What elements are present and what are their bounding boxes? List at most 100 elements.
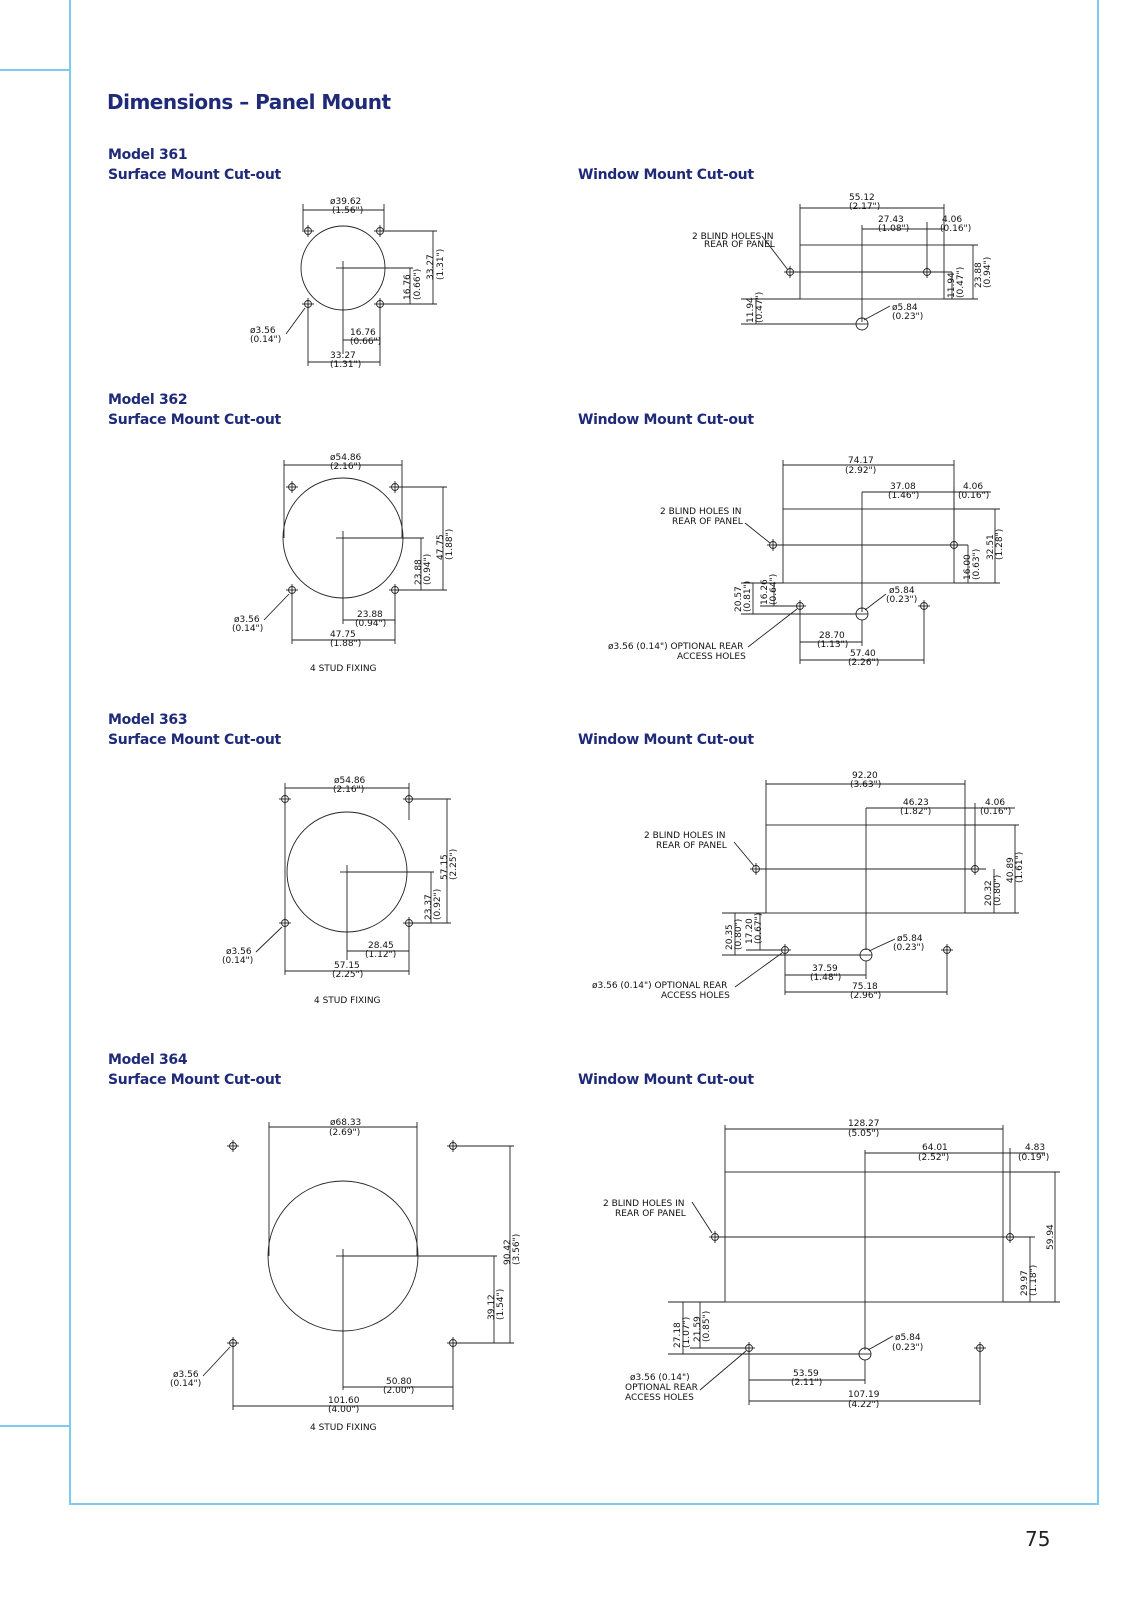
m364-s-diameter: ø68.33 [330, 1118, 361, 1128]
page-number: 75 [1025, 1527, 1051, 1551]
m362-w-optional: ø3.56 (0.14") OPTIONAL REAR [608, 642, 743, 652]
model-363-title: Model 363 [108, 712, 188, 728]
m363-w-low1-in: (0.80") [734, 919, 744, 950]
m364-w-pin: ø5.84 [895, 1333, 921, 1343]
m362-w-low1-in: (0.81") [743, 581, 753, 612]
m362-w-height-in: (1.28") [995, 529, 1005, 560]
m362-w-width: 74.17 [848, 456, 874, 466]
m364-w-optional2: OPTIONAL REAR [625, 1383, 698, 1393]
m364-w-blind: 2 BLIND HOLES IN [603, 1199, 684, 1209]
m363-s-diameter: ø54.86 [334, 776, 366, 786]
model-361-window-drawing: 55.12 (2.17") 27.43 (1.08") 4.06 (0.16")… [692, 193, 993, 331]
m363-w-edge-in: (0.16") [980, 807, 1011, 817]
m363-w-edge: 4.06 [985, 798, 1005, 808]
m363-w-blind: 2 BLIND HOLES IN [644, 831, 725, 841]
m362-s-full-v-in: (1.88") [445, 529, 455, 560]
m361-s-half-h: 16.76 [350, 328, 376, 338]
model-364-surface-heading: Surface Mount Cut-out [108, 1072, 281, 1088]
model-364-window-heading: Window Mount Cut-out [578, 1072, 754, 1088]
m364-w-access: ACCESS HOLES [625, 1393, 694, 1403]
m363-w-width-in: (3.63") [850, 780, 881, 790]
m363-w-low1: 20.35 [725, 924, 735, 950]
m362-w-pin: ø5.84 [889, 586, 915, 596]
m361-s-hole-in: (0.14") [250, 335, 281, 345]
m363-w-mid: 20.32 [984, 880, 994, 906]
m362-w-low1: 20.57 [734, 586, 744, 612]
m363-w-half-in: (1.82") [900, 807, 931, 817]
model-362-surface-heading: Surface Mount Cut-out [108, 412, 281, 428]
model-364-title: Model 364 [108, 1052, 188, 1068]
m363-w-half: 46.23 [903, 798, 929, 808]
m363-s-half-v: 23.37 [424, 894, 434, 920]
model-362-window-drawing: 74.17 (2.92") 37.08 (1.46") 4.06 (0.16")… [608, 456, 1005, 668]
m363-w-low2-in: (0.67") [754, 913, 764, 944]
m361-w-mid-in: (0.47") [956, 267, 966, 298]
m361-s-half-v: 16.76 [403, 274, 413, 300]
m362-w-acc-half-in: (1.13") [817, 640, 848, 650]
m361-w-pin-in: (0.23") [892, 312, 923, 322]
m364-w-optional: ø3.56 (0.14") [630, 1373, 690, 1383]
m364-w-acc-full-in: (4.22") [848, 1400, 879, 1410]
m361-s-diameter-in: (1.56") [332, 206, 363, 216]
model-361-title: Model 361 [108, 147, 188, 163]
m364-s-half-h: 50.80 [386, 1377, 412, 1387]
m364-w-low1: 27.18 [673, 1322, 683, 1348]
m362-s-diameter-in: (2.16") [330, 462, 361, 472]
m363-w-height: 40.89 [1006, 857, 1016, 883]
model-362-surface-drawing: ø54.86 (2.16") 23.88 (0.94") 47.75 (1.88… [232, 453, 455, 674]
model-363-window-heading: Window Mount Cut-out [578, 732, 754, 748]
m361-s-full-h: 33.27 [330, 351, 356, 361]
m364-w-width-in: (5.05") [848, 1129, 879, 1139]
m364-w-pin-in: (0.23") [892, 1343, 923, 1353]
m364-w-half-in: (2.52") [918, 1153, 949, 1163]
m362-s-half-h-in: (0.94") [355, 619, 386, 629]
margin-tab-top [0, 69, 70, 71]
m364-s-half-v-in: (1.54") [496, 1289, 506, 1320]
m361-w-low-in: (0.47") [755, 292, 765, 323]
m362-w-mid-in: (0.63") [972, 549, 982, 580]
m363-s-half-h-in: (1.12") [365, 950, 396, 960]
m362-w-edge: 4.06 [963, 482, 983, 492]
m362-w-half: 37.08 [890, 482, 916, 492]
m362-w-acc-half: 28.70 [819, 631, 845, 641]
m361-w-low: 11.94 [746, 297, 756, 323]
m363-w-blind2: REAR OF PANEL [656, 841, 727, 851]
model-364-window-drawing: 128.27 (5.05") 64.01 (2.52") 4.83 (0.19"… [603, 1119, 1060, 1410]
m362-w-edge-in: (0.16") [958, 491, 989, 501]
m363-s-half-v-in: (0.92") [433, 889, 443, 920]
m364-w-width: 128.27 [848, 1119, 880, 1129]
m364-w-blind2: REAR OF PANEL [615, 1209, 686, 1219]
m363-w-access: ACCESS HOLES [661, 991, 730, 1001]
m362-w-access: ACCESS HOLES [677, 652, 746, 662]
m364-w-half: 64.01 [922, 1143, 948, 1153]
m362-s-half-v-in: (0.94") [423, 554, 433, 585]
page-title: Dimensions – Panel Mount [107, 90, 391, 114]
m364-w-edge-in: (0.19") [1018, 1153, 1049, 1163]
m364-s-half-v: 39.12 [487, 1294, 497, 1320]
m364-w-edge: 4.83 [1025, 1143, 1045, 1153]
page-frame-bottom [69, 1503, 1099, 1505]
m362-s-full-v: 47.75 [436, 534, 446, 560]
m362-s-hole-in: (0.14") [232, 624, 263, 634]
m362-s-full-h-in: (1.88") [330, 639, 361, 649]
m363-w-optional: ø3.56 (0.14") OPTIONAL REAR [592, 981, 727, 991]
m361-w-edge: 4.06 [942, 215, 962, 225]
m361-w-blind: 2 BLIND HOLES IN [692, 232, 773, 242]
m361-w-half: 27.43 [878, 215, 904, 225]
m362-w-mid: 16.00 [963, 554, 973, 580]
m361-s-half-h-in: (0.66") [350, 337, 381, 347]
m363-w-height-in: (1.61") [1015, 852, 1025, 883]
m362-w-acc-full: 57.40 [850, 649, 876, 659]
m364-w-low2-in: (0.85") [702, 1311, 712, 1342]
m364-s-stud: 4 STUD FIXING [310, 1423, 377, 1433]
m363-w-mid-in: (0.80") [993, 875, 1003, 906]
m364-w-acc-half-in: (2.11") [791, 1378, 822, 1388]
m361-w-blind2: REAR OF PANEL [704, 240, 775, 250]
m363-w-pin-in: (0.23") [893, 943, 924, 953]
m364-w-low2: 21.59 [693, 1316, 703, 1342]
m363-s-full-v: 57.15 [440, 854, 450, 880]
m362-w-blind: 2 BLIND HOLES IN [660, 507, 741, 517]
m364-s-full-v-in: (3.56") [512, 1234, 522, 1265]
m364-s-full-h-in: (4.00") [328, 1405, 359, 1415]
model-361-window-heading: Window Mount Cut-out [578, 167, 754, 183]
